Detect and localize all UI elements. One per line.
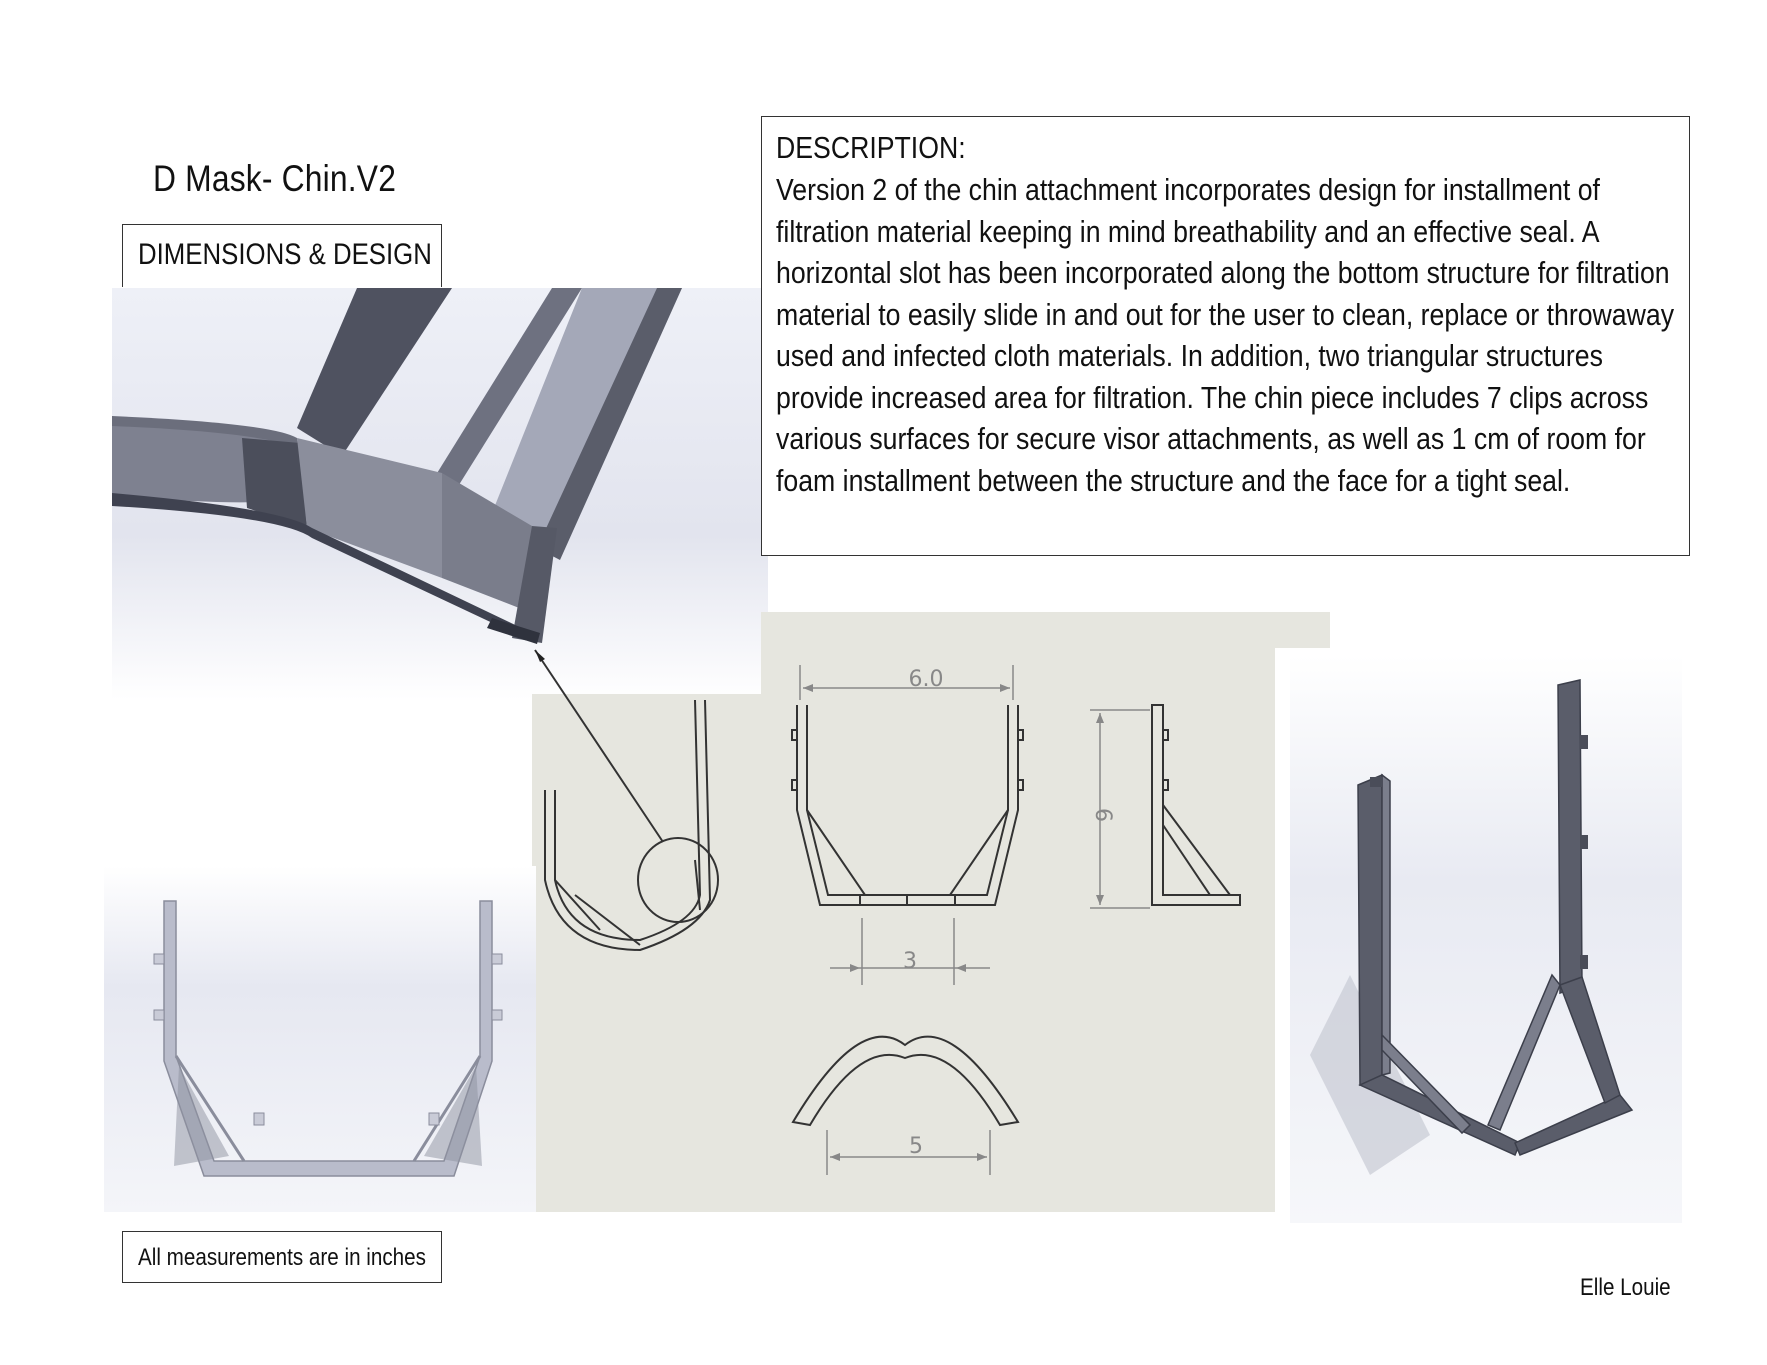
units-note-box: All measurements are in inches <box>122 1231 442 1283</box>
author-name: Elle Louie <box>1580 1274 1671 1301</box>
arc-view <box>791 1035 1020 1127</box>
description-heading: DESCRIPTION: <box>776 130 966 165</box>
description-box: DESCRIPTION: Version 2 of the chin attac… <box>761 116 1690 556</box>
isometric-view <box>534 649 719 952</box>
dim-arc-width: 5 <box>909 1134 923 1159</box>
description-body: Version 2 of the chin attachment incorpo… <box>776 172 1675 498</box>
front-render <box>104 866 536 1212</box>
side-view <box>1151 704 1241 906</box>
dim-top-width: 6.0 <box>909 667 944 692</box>
dim-side-height: 6 <box>1090 808 1115 822</box>
dimension-lines <box>799 665 1150 1175</box>
units-note: All measurements are in inches <box>138 1244 426 1271</box>
dimensions-design-box: DIMENSIONS & DESIGN <box>122 224 442 287</box>
perspective-render <box>1290 655 1682 1223</box>
front-view <box>791 705 1024 906</box>
dimensions-design-label: DIMENSIONS & DESIGN <box>138 238 432 271</box>
page-title: D Mask- Chin.V2 <box>153 158 397 199</box>
closeup-render <box>112 288 768 700</box>
dim-bottom-width: 3 <box>903 949 917 974</box>
